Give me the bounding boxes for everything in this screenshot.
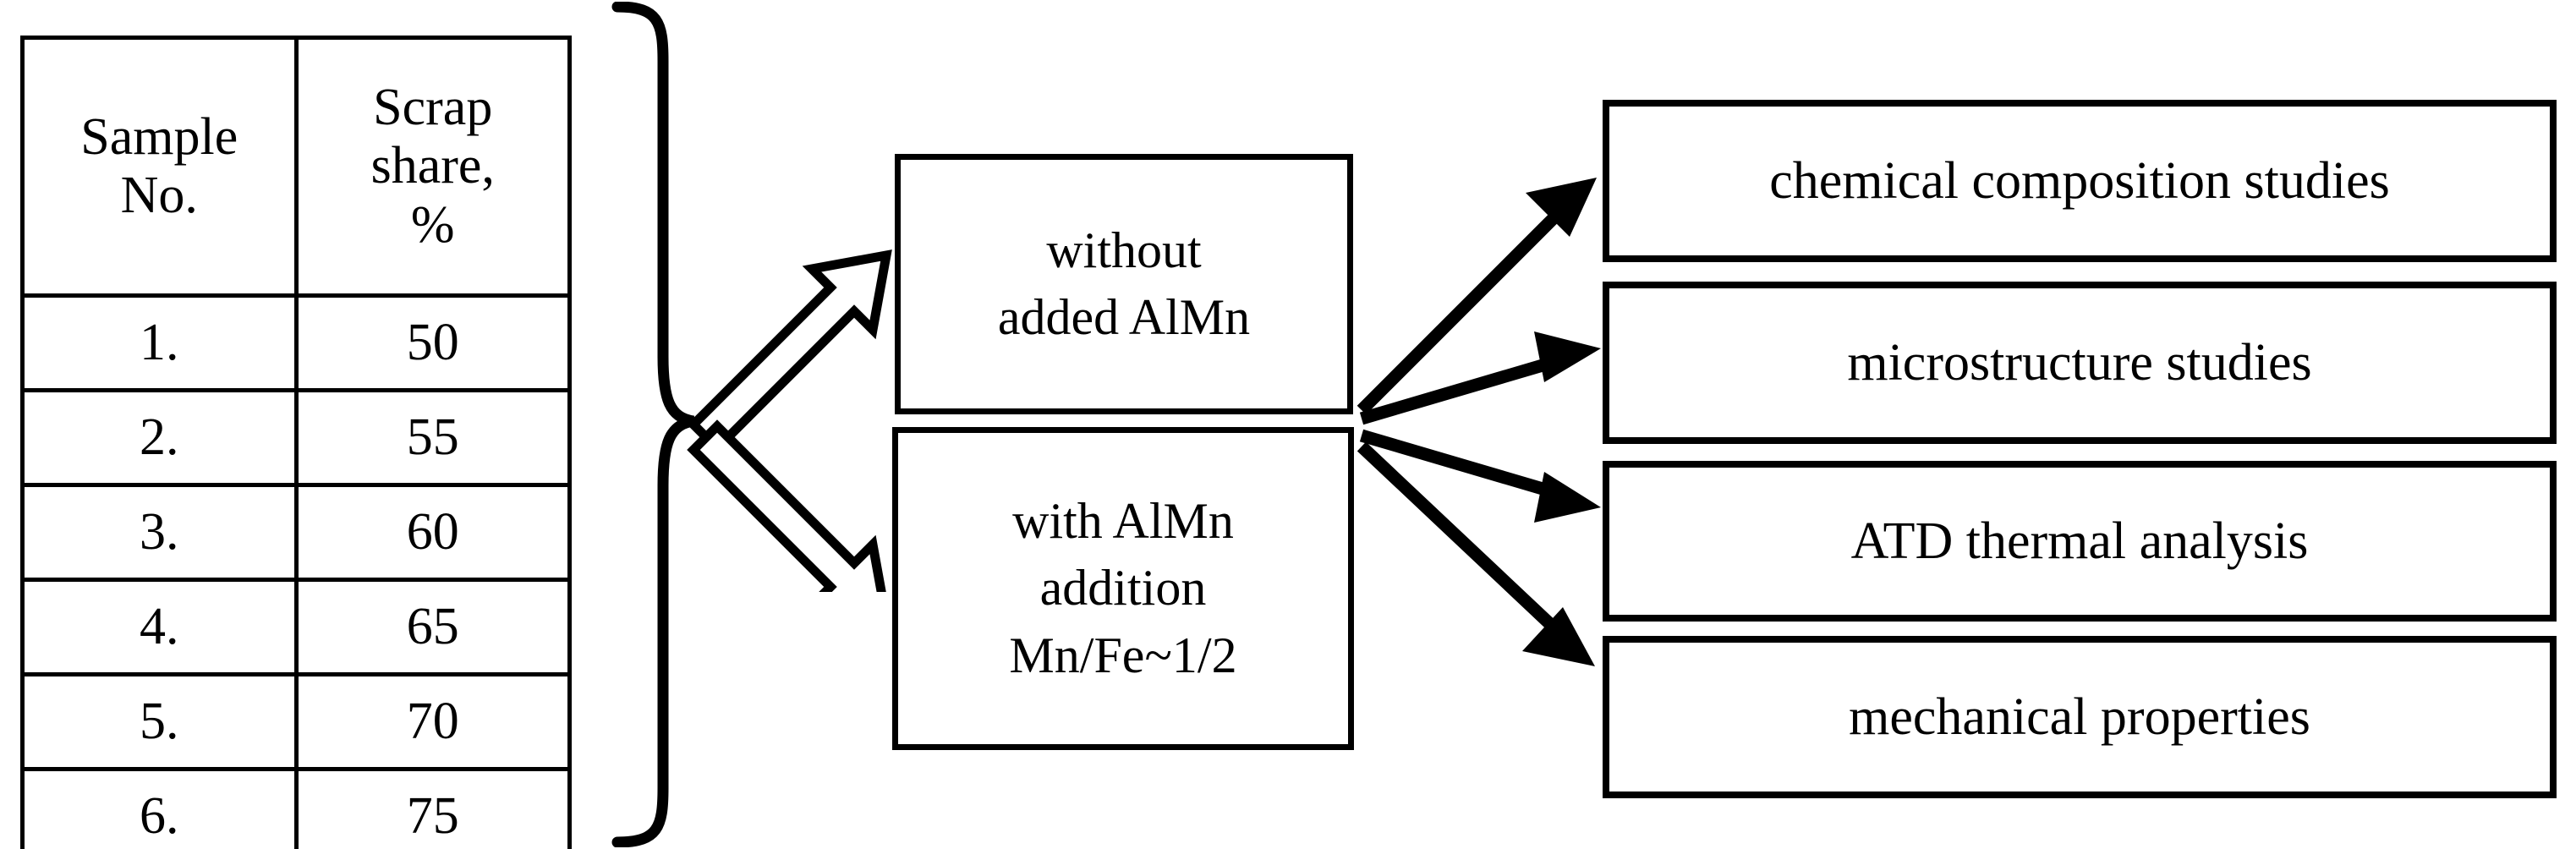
cell-sample-no: 2. [20,388,299,487]
study-box-chemical-composition[interactable]: chemical composition studies [1603,100,2557,262]
header-line: No. [120,167,198,224]
cell-sample-no: 4. [20,578,299,676]
cell-sample-no: 1. [20,293,299,392]
cell-sample-no: 3. [20,483,299,582]
header-line: share, [370,137,495,195]
study-label: chemical composition studies [1769,151,2390,210]
fan-arrow-group [1357,178,1601,666]
cell-sample-no: 5. [20,672,299,771]
variant-line: addition [1039,560,1207,616]
variant-box-without-almn[interactable]: without added AlMn [895,154,1353,414]
solid-arrow-down-right-icon [1357,441,1595,666]
cell-scrap-share: 65 [293,578,572,676]
table-row: 5. 70 [20,672,572,771]
cell-scrap-share: 70 [293,672,572,771]
cell-sample-no: 6. [20,767,299,849]
variant-line: without [1046,222,1202,278]
column-header-sample-no: Sample No. [20,36,299,298]
study-box-atd-thermal-analysis[interactable]: ATD thermal analysis [1603,461,2557,622]
table-row: 3. 60 [20,483,572,582]
cell-scrap-share: 75 [293,767,572,849]
study-label: microstructure studies [1847,333,2312,392]
cell-scrap-share: 60 [293,483,572,582]
cell-scrap-share: 55 [293,388,572,487]
hollow-arrow-up-right-icon [687,249,892,455]
table-row: 2. 55 [20,388,572,487]
cell-scrap-share: 50 [293,293,572,392]
table-row: 6. 75 [20,767,572,849]
variant-box-with-almn[interactable]: with AlMn addition Mn/Fe~1/2 [892,427,1354,750]
study-label: ATD thermal analysis [1850,512,2309,570]
variant-line: Mn/Fe~1/2 [1009,627,1237,683]
solid-arrow-down-right-icon [1359,429,1601,523]
header-line: % [410,195,455,254]
table-row: 1. 50 [20,293,572,392]
hollow-arrow-down-right-icon [687,419,886,592]
variant-line: added AlMn [997,289,1251,345]
study-label: mechanical properties [1849,687,2310,746]
study-box-microstructure[interactable]: microstructure studies [1603,282,2557,444]
table-row: 4. 65 [20,578,572,676]
solid-arrow-up-right-icon [1357,178,1597,415]
column-header-scrap-share: Scrap share, % [293,36,572,298]
study-box-mechanical-properties[interactable]: mechanical properties [1603,636,2557,798]
table-header-row: Sample No. Scrap share, % [20,36,572,298]
hollow-arrow-group [687,249,892,592]
solid-arrow-right-icon [1359,331,1601,425]
header-line: Scrap [373,78,493,136]
sample-table: Sample No. Scrap share, % 1. 50 2. 55 3. [20,36,572,849]
header-line: Sample [80,107,238,166]
variant-line: with AlMn [1012,493,1234,550]
